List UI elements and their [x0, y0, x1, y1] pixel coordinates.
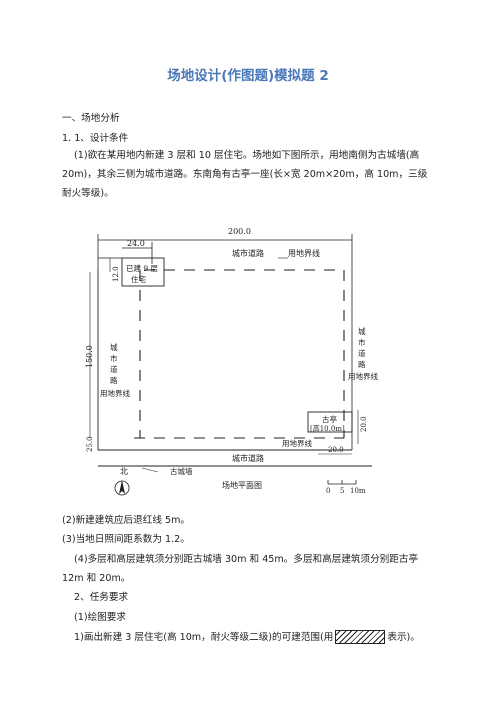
- svg-text:城: 城: [358, 327, 366, 336]
- document-title: 场地设计(作图题)模拟题 2: [167, 68, 329, 84]
- road-east-label: 城 市 道 路: [358, 327, 366, 369]
- dim-pavilion-w: 20.0: [328, 446, 344, 454]
- svg-text:路: 路: [358, 359, 366, 369]
- svg-text:道: 道: [358, 348, 366, 358]
- existing-building-label-2: 住宅: [131, 274, 146, 284]
- road-west-label: 城 市 道 路: [110, 343, 118, 385]
- task-1-1-before: 1)画出新建 3 层住宅(高 10m，耐火等级二级)的可建范围(用: [74, 632, 334, 643]
- condition-1: (1)欲在某用地内新建 3 层和 10 层住宅。场地如下图所示，用地南侧为古城墙…: [62, 150, 428, 199]
- task-1-1: 1)画出新建 3 层住宅(高 10m，耐火等级二级)的可建范围(用 表示)。: [74, 630, 420, 645]
- scale-bar: [327, 480, 357, 485]
- boundary-label-west: 用地界线: [100, 388, 130, 398]
- scale-label-10: 10m: [350, 487, 366, 495]
- north-label: 北: [120, 467, 128, 476]
- condition-3: (3)当地日照间距系数为 1.2。: [62, 534, 190, 545]
- svg-text:市: 市: [110, 353, 118, 363]
- pavilion-label-2: [高10.0m]: [310, 424, 345, 433]
- dim-bottom: 25.0: [86, 436, 94, 452]
- scale-label-0: 0: [326, 487, 330, 495]
- boundary-label-bottom: 用地界线: [282, 438, 312, 448]
- ancient-pavilion: [307, 411, 353, 433]
- north-arrow-icon: [114, 480, 130, 496]
- task-heading: 2、任务要求: [74, 592, 129, 603]
- svg-text:路: 路: [110, 375, 118, 385]
- plan-title: 场地平面图: [222, 480, 262, 490]
- scale-label-5: 5: [340, 487, 344, 495]
- condition-4: (4)多层和高层建筑须分别距古城墙 30m 和 45m。多层和高层建筑须分别距古…: [62, 554, 419, 584]
- svg-text:市: 市: [358, 337, 366, 347]
- svg-text:道: 道: [110, 364, 118, 374]
- dim-height: 150.0: [85, 345, 94, 368]
- road-top-label: 城市道路: [232, 248, 264, 258]
- task-1-1-after: 表示)。: [387, 632, 420, 643]
- road-bottom-label: 城市道路: [232, 453, 264, 463]
- condition-2: (2)新建建筑应后退红线 5m。: [62, 515, 191, 526]
- dim-pavilion-h: 20.0: [360, 416, 368, 432]
- boundary-label-top: 用地界线: [288, 248, 320, 258]
- site-plan-drawing: 200.0 24.0 12.0 150.0 25.0 已建 9 层 住宅 城市道…: [85, 227, 378, 496]
- task-1: (1)绘图要求: [74, 612, 126, 623]
- hatch-pattern-icon: [335, 630, 386, 644]
- dim-top-left: 24.0: [127, 239, 145, 248]
- section-heading-1-1: 1. 1、设计条件: [62, 133, 129, 144]
- existing-building: [121, 257, 165, 287]
- dim-total-width: 200.0: [228, 227, 251, 236]
- pavilion-label-1: 古亭: [322, 414, 337, 424]
- svg-text:城: 城: [110, 343, 118, 352]
- section-heading-1: 一、场地分析: [62, 113, 120, 124]
- boundary-label-east: 用地界线: [348, 371, 378, 381]
- dim-top-small: 12.0: [112, 266, 120, 282]
- existing-building-label-1: 已建 9 层: [126, 263, 159, 273]
- city-wall-label: 古城墙: [170, 466, 193, 476]
